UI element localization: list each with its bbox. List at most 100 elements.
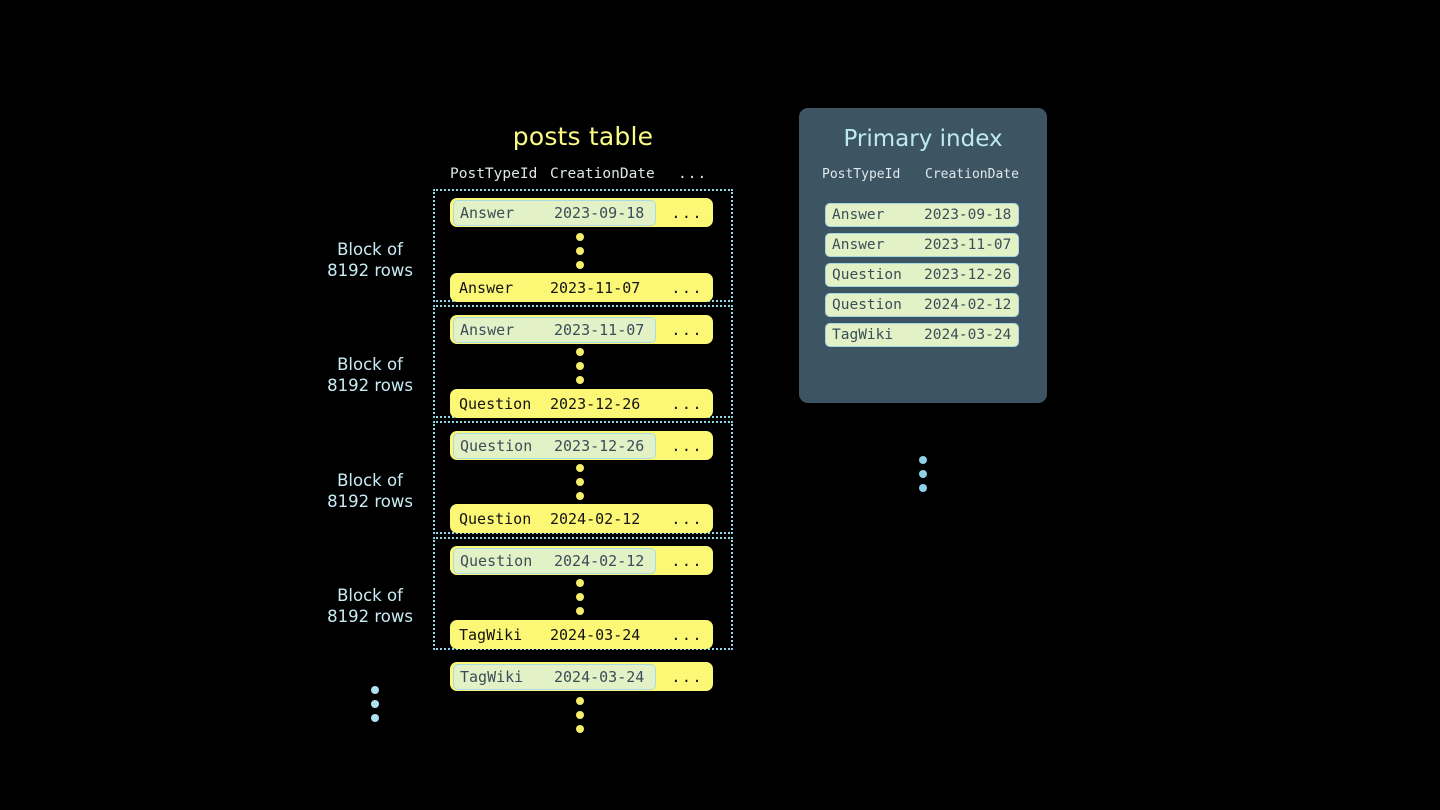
table-row[interactable]: Answer 2023-09-18 ... — [450, 198, 713, 227]
dot — [919, 470, 927, 478]
row-cells: TagWiki 2024-03-24 — [453, 663, 656, 690]
table-row[interactable]: Question 2023-12-26 ... — [450, 389, 713, 418]
cell-more: ... — [671, 667, 703, 686]
row-cells: Answer 2023-11-07 — [453, 316, 656, 343]
dot — [576, 607, 584, 615]
dot — [576, 478, 584, 486]
cell-posttypeid: TagWiki — [460, 667, 524, 686]
cell-more: ... — [671, 320, 703, 339]
posts-table-column-headers: PostTypeId CreationDate ... — [450, 166, 713, 186]
row-ellipsis-dots — [576, 233, 584, 269]
cell-creationdate: 2024-02-12 — [550, 509, 641, 528]
block-2-label-line1: Block of — [337, 355, 403, 374]
row-cells: Answer 2023-11-07 — [450, 273, 653, 302]
dot — [576, 725, 584, 733]
cell-creationdate: 2024-02-12 — [554, 551, 645, 570]
cell-posttypeid: Question — [460, 551, 533, 570]
index-ellipsis-dots — [799, 456, 1047, 492]
block-3-label-line1: Block of — [337, 471, 403, 490]
dot — [576, 579, 584, 587]
primary-index-column-headers: PostTypeId CreationDate — [822, 167, 1027, 187]
dot — [919, 484, 927, 492]
primary-index-title: Primary index — [843, 126, 1003, 152]
index-cell-posttypeid: Answer — [832, 237, 885, 253]
index-cell-creationdate: 2023-11-07 — [924, 237, 1012, 253]
cell-creationdate: 2023-11-07 — [554, 320, 645, 339]
cell-creationdate: 2023-11-07 — [550, 278, 641, 297]
table-row[interactable]: Answer 2023-11-07 ... — [450, 315, 713, 344]
cell-more: ... — [671, 436, 703, 455]
index-cell-posttypeid: Answer — [832, 207, 885, 223]
dot — [919, 456, 927, 464]
index-cell-creationdate: 2024-02-12 — [924, 297, 1012, 313]
block-3-label: Block of 8192 rows — [315, 470, 425, 512]
row-ellipsis-dots — [576, 348, 584, 384]
block-4-label: Block of 8192 rows — [315, 585, 425, 627]
cell-more: ... — [671, 203, 703, 222]
row-cells: Question 2024-02-12 — [453, 547, 656, 574]
cell-more: ... — [671, 509, 703, 528]
index-row[interactable]: Answer 2023-09-18 — [825, 203, 1019, 227]
cell-posttypeid: Question — [460, 436, 533, 455]
row-cells: Answer 2023-09-18 — [453, 199, 656, 226]
posts-table-title: posts table — [512, 122, 654, 151]
index-row[interactable]: Question 2024-02-12 — [825, 293, 1019, 317]
index-column-header-posttypeid: PostTypeId — [822, 167, 901, 182]
index-cell-posttypeid: TagWiki — [832, 327, 894, 343]
table-row[interactable]: Answer 2023-11-07 ... — [450, 273, 713, 302]
table-ellipsis-dots — [576, 697, 584, 733]
table-row[interactable]: Question 2023-12-26 ... — [450, 431, 713, 460]
row-ellipsis-dots — [576, 464, 584, 500]
dot — [576, 593, 584, 601]
cell-posttypeid: Answer — [460, 320, 515, 339]
dot — [576, 464, 584, 472]
cell-more: ... — [671, 551, 703, 570]
cell-more: ... — [671, 394, 703, 413]
table-row[interactable]: Question 2024-02-12 ... — [450, 504, 713, 533]
dot — [371, 714, 379, 722]
index-column-header-creationdate: CreationDate — [925, 167, 1019, 182]
cell-creationdate: 2024-03-24 — [554, 667, 645, 686]
block-2-label: Block of 8192 rows — [315, 354, 425, 396]
index-row[interactable]: Answer 2023-11-07 — [825, 233, 1019, 257]
dot — [576, 376, 584, 384]
index-cell-posttypeid: Question — [832, 267, 902, 283]
block-1-label-line2: 8192 rows — [327, 261, 413, 280]
blocks-ellipsis-dots — [371, 686, 379, 722]
table-row-trailing[interactable]: TagWiki 2024-03-24 ... — [450, 662, 713, 691]
dot — [576, 362, 584, 370]
cell-creationdate: 2023-12-26 — [550, 394, 641, 413]
cell-creationdate: 2024-03-24 — [550, 625, 641, 644]
row-cells: TagWiki 2024-03-24 — [450, 620, 653, 649]
column-header-creationdate: CreationDate — [550, 166, 655, 182]
cell-creationdate: 2023-09-18 — [554, 203, 645, 222]
dot — [576, 261, 584, 269]
cell-posttypeid: TagWiki — [459, 625, 523, 644]
dot — [576, 247, 584, 255]
cell-posttypeid: Question — [459, 394, 532, 413]
cell-creationdate: 2023-12-26 — [554, 436, 645, 455]
index-cell-creationdate: 2023-09-18 — [924, 207, 1012, 223]
primary-index-panel: Primary index PostTypeId CreationDate An… — [799, 108, 1047, 492]
column-header-more: ... — [678, 166, 708, 182]
block-3 — [433, 421, 733, 534]
dot — [576, 711, 584, 719]
block-1-label-line1: Block of — [337, 240, 403, 259]
row-ellipsis-dots — [576, 579, 584, 615]
block-4-label-line1: Block of — [337, 586, 403, 605]
row-cells: Question 2023-12-26 — [450, 389, 653, 418]
index-row[interactable]: TagWiki 2024-03-24 — [825, 323, 1019, 347]
cell-more: ... — [671, 278, 703, 297]
cell-posttypeid: Question — [459, 509, 532, 528]
block-3-label-line2: 8192 rows — [327, 492, 413, 511]
cell-posttypeid: Answer — [459, 278, 514, 297]
row-cells: Question 2024-02-12 — [450, 504, 653, 533]
row-cells: Question 2023-12-26 — [453, 432, 656, 459]
table-row[interactable]: Question 2024-02-12 ... — [450, 546, 713, 575]
column-header-posttypeid: PostTypeId — [450, 166, 538, 182]
index-cell-creationdate: 2024-03-24 — [924, 327, 1012, 343]
index-cell-posttypeid: Question — [832, 297, 902, 313]
cell-posttypeid: Answer — [460, 203, 515, 222]
